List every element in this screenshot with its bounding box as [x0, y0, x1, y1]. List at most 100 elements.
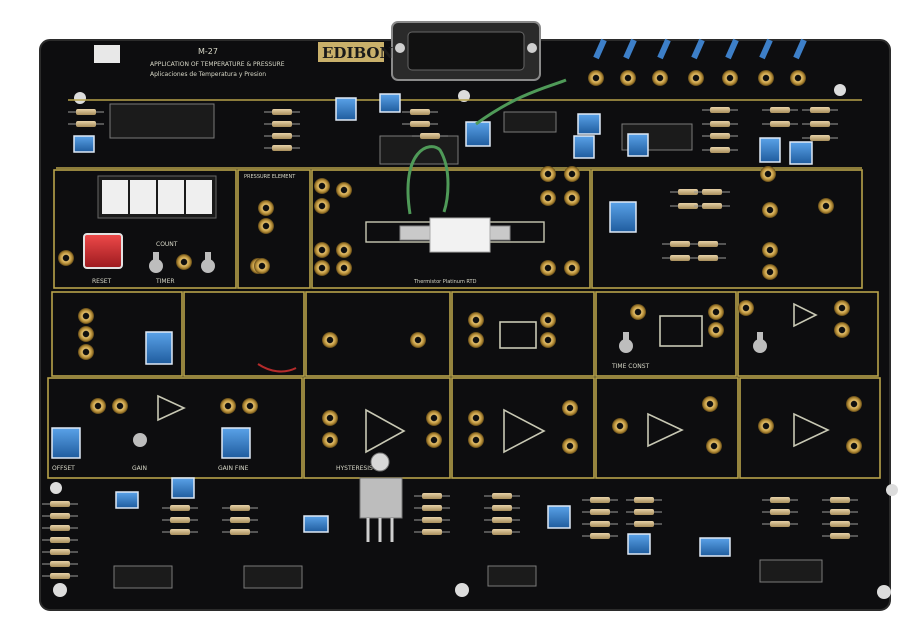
banana-jack[interactable]: [336, 242, 352, 258]
resistor: [50, 561, 70, 567]
banana-jack[interactable]: [540, 312, 556, 328]
banana-jack[interactable]: [468, 410, 484, 426]
resistor: [710, 133, 730, 139]
resistor: [830, 497, 850, 503]
banana-jack[interactable]: [314, 198, 330, 214]
resistor: [670, 255, 690, 261]
banana-jacks[interactable]: [58, 70, 862, 454]
brand-logo: EDIBON: [322, 44, 393, 62]
banana-jack[interactable]: [90, 398, 106, 414]
resistor: [678, 203, 698, 209]
integrated-circuits: [109, 103, 823, 589]
banana-jack[interactable]: [242, 398, 258, 414]
banana-jack[interactable]: [314, 178, 330, 194]
banana-jack[interactable]: [762, 264, 778, 280]
banana-jack[interactable]: [738, 300, 754, 316]
banana-jack[interactable]: [468, 312, 484, 328]
banana-jack[interactable]: [588, 70, 604, 86]
banana-jack[interactable]: [410, 332, 426, 348]
banana-jack[interactable]: [834, 322, 850, 338]
banana-jack[interactable]: [758, 70, 774, 86]
banana-jack[interactable]: [760, 166, 776, 182]
banana-jack[interactable]: [834, 300, 850, 316]
banana-jack[interactable]: [220, 398, 236, 414]
banana-jack[interactable]: [468, 332, 484, 348]
banana-jack[interactable]: [612, 418, 628, 434]
banana-jack[interactable]: [846, 396, 862, 412]
banana-jack[interactable]: [762, 202, 778, 218]
banana-jack[interactable]: [540, 190, 556, 206]
banana-jack[interactable]: [322, 432, 338, 448]
banana-jack[interactable]: [58, 250, 74, 266]
banana-jack[interactable]: [78, 308, 94, 324]
banana-jack[interactable]: [314, 242, 330, 258]
banana-jack[interactable]: [336, 182, 352, 198]
banana-jack[interactable]: [322, 410, 338, 426]
resistor: [634, 497, 654, 503]
resistor: [698, 255, 718, 261]
banana-jack[interactable]: [564, 166, 580, 182]
reset-button[interactable]: [83, 233, 123, 269]
jumper-wire: [406, 145, 450, 215]
resistor: [422, 529, 442, 535]
resistor: [702, 203, 722, 209]
banana-jack[interactable]: [564, 190, 580, 206]
banana-jack[interactable]: [564, 260, 580, 276]
banana-jack[interactable]: [540, 260, 556, 276]
banana-jack[interactable]: [630, 304, 646, 320]
resistor: [230, 505, 250, 511]
timer-label: TIMER: [155, 278, 175, 285]
resistor: [170, 505, 190, 511]
banana-jack[interactable]: [706, 438, 722, 454]
banana-jack[interactable]: [254, 258, 270, 274]
banana-jack[interactable]: [322, 332, 338, 348]
resistor: [76, 121, 96, 127]
blue-potentiometers[interactable]: [51, 93, 813, 557]
banana-jack[interactable]: [562, 400, 578, 416]
resistor: [590, 533, 610, 539]
resistor: [634, 521, 654, 527]
title-spanish: Aplicaciones de Temperatura y Presion: [150, 71, 266, 78]
mounting-screws: [50, 84, 898, 599]
banana-jack[interactable]: [688, 70, 704, 86]
resistor: [50, 513, 70, 519]
toggle-switches[interactable]: [133, 252, 767, 447]
resistor: [492, 505, 512, 511]
banana-jack[interactable]: [708, 304, 724, 320]
banana-jack[interactable]: [426, 410, 442, 426]
banana-jack[interactable]: [258, 200, 274, 216]
banana-jack[interactable]: [176, 254, 192, 270]
banana-jack[interactable]: [540, 166, 556, 182]
resistor: [810, 135, 830, 141]
banana-jack[interactable]: [78, 344, 94, 360]
banana-jack[interactable]: [540, 332, 556, 348]
banana-jack[interactable]: [818, 198, 834, 214]
banana-jack[interactable]: [78, 326, 94, 342]
banana-jack[interactable]: [426, 432, 442, 448]
banana-jack[interactable]: [562, 438, 578, 454]
top-connector-pins: [593, 38, 807, 60]
banana-jack[interactable]: [620, 70, 636, 86]
resistor: [272, 133, 292, 139]
banana-jack[interactable]: [112, 398, 128, 414]
banana-jack[interactable]: [336, 260, 352, 276]
banana-jack[interactable]: [762, 242, 778, 258]
banana-jack[interactable]: [758, 418, 774, 434]
resistor: [698, 241, 718, 247]
banana-jack[interactable]: [790, 70, 806, 86]
resistor: [230, 529, 250, 535]
resistor: [422, 505, 442, 511]
banana-jack[interactable]: [258, 218, 274, 234]
banana-jack[interactable]: [846, 438, 862, 454]
banana-jack[interactable]: [468, 432, 484, 448]
resistor: [76, 109, 96, 115]
resistor: [634, 509, 654, 515]
banana-jack[interactable]: [702, 396, 718, 412]
banana-jack[interactable]: [708, 322, 724, 338]
resistor: [272, 145, 292, 151]
banana-jack[interactable]: [314, 260, 330, 276]
banana-jack[interactable]: [652, 70, 668, 86]
banana-jack[interactable]: [722, 70, 738, 86]
resistor: [590, 509, 610, 515]
